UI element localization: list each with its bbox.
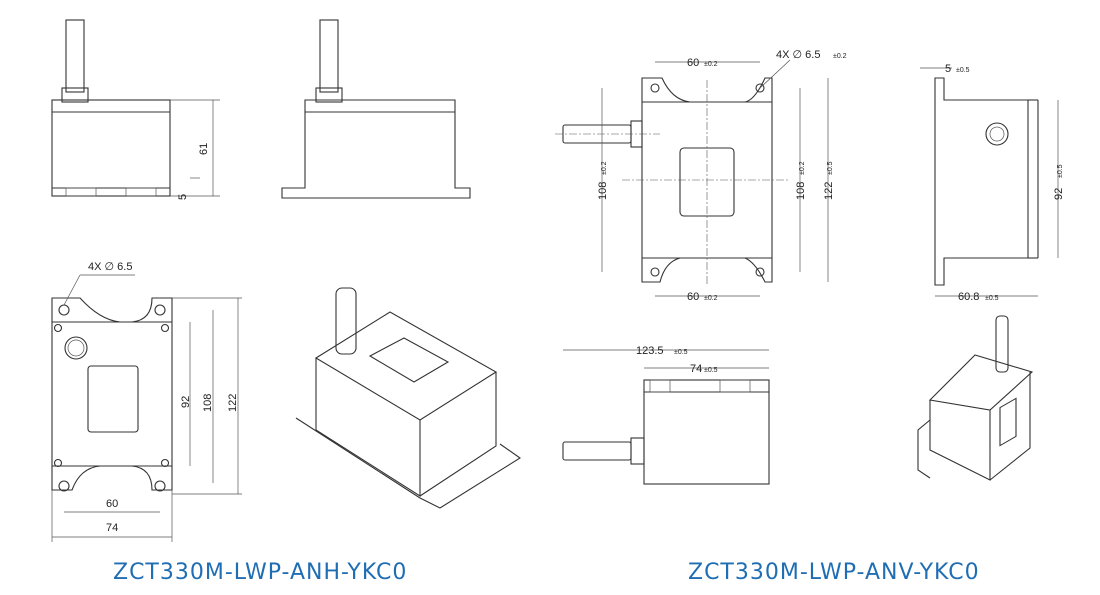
anv-side-view: 5 ±0.5 92 ±0.5 60.8 ±0.5 (920, 63, 1065, 303)
anv-right-108: 108 (795, 182, 807, 200)
anh-dim-92: 92 (180, 396, 192, 408)
anv-right-122: 122 (823, 182, 835, 200)
anh-dim-108: 108 (202, 394, 214, 412)
anv-top-60-tol: ±0.2 (704, 61, 718, 68)
anv-hole-tol: ±0.2 (833, 53, 847, 60)
anh-front-view: 61 5 (51, 19, 220, 200)
anh-hole-note: 4X ∅ 6.5 (88, 261, 132, 273)
anv-side-92: 92 (1053, 188, 1065, 200)
anv-side-5-tol: ±0.5 (956, 67, 970, 74)
anv-len-74: 74 (690, 363, 702, 375)
anv-hole-note: 4X ∅ 6.5 (776, 49, 820, 61)
anv-right-108-tol: ±0.2 (799, 161, 806, 175)
anv-front-view: 123.5 ±0.5 74 ±0.5 (562, 345, 770, 485)
model-label-anh: ZCT330M-LWP-ANH-YKC0 (113, 560, 408, 585)
anh-top-view: 4X ∅ 6.5 92 108 122 60 74 (51, 261, 242, 542)
anv-isometric-view (917, 315, 1034, 481)
anv-left-108: 108 (597, 182, 609, 200)
anv-right-122-tol: ±0.5 (827, 161, 834, 175)
anh-height-61: 61 (198, 143, 210, 155)
anh-dim-122: 122 (227, 394, 239, 412)
anh-dim-60: 60 (106, 498, 118, 510)
anh-dim-74: 74 (106, 522, 118, 534)
anh-base-5: 5 (177, 194, 189, 200)
anv-left-108-tol: ±0.2 (601, 161, 608, 175)
anv-len-123-5: 123.5 (636, 345, 664, 357)
model-label-anv: ZCT330M-LWP-ANV-YKC0 (688, 560, 980, 585)
anv-top-view: 60 ±0.2 4X ∅ 6.5 ±0.2 108 ±0.2 108 ±0.2 … (555, 49, 847, 303)
anv-top-60: 60 (687, 57, 699, 69)
anv-side-60-8-tol: ±0.5 (985, 295, 999, 302)
anv-side-5: 5 (945, 63, 951, 75)
anv-side-60-8: 60.8 (958, 291, 979, 303)
anv-side-92-tol: ±0.5 (1057, 164, 1064, 178)
anv-bottom-60: 60 (687, 291, 699, 303)
anv-len-74-tol: ±0.5 (704, 367, 718, 374)
anh-isometric-view (295, 287, 521, 509)
anv-len-123-5-tol: ±0.5 (674, 349, 688, 356)
anv-bottom-60-tol: ±0.2 (704, 295, 718, 302)
anh-side-view (281, 19, 471, 199)
